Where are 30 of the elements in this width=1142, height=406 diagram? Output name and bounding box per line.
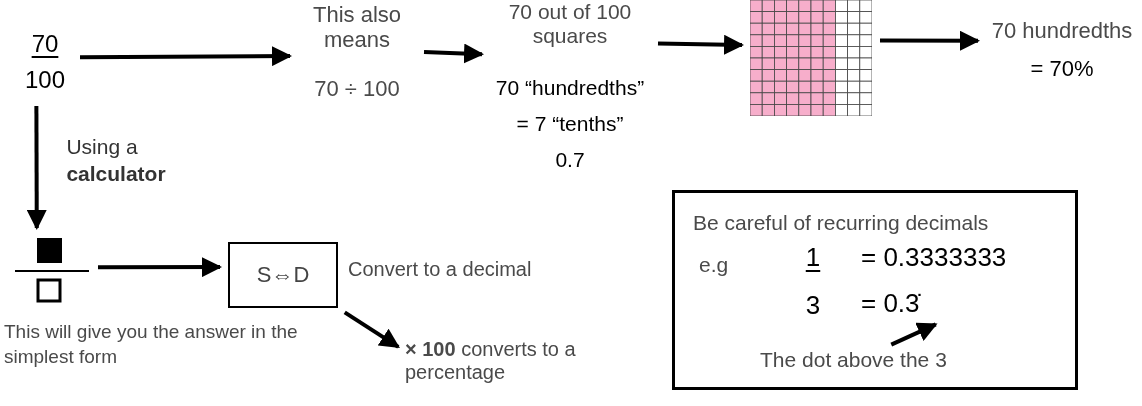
arrow [657, 34, 744, 55]
numerator-text: 1 [804, 243, 822, 273]
decimal-text: = 0.3333333 [861, 243, 1008, 273]
denominator-text: 3 [804, 291, 822, 321]
denominator-text: 100 [23, 66, 66, 94]
annotation-text: The dot above the 3 [760, 348, 948, 373]
arrow [98, 257, 222, 278]
description-text: 70 out of 100 squares [507, 0, 633, 49]
example-text: e.g [699, 253, 730, 278]
arrow [423, 43, 484, 64]
note-text: This also means [312, 2, 402, 53]
arrow [880, 30, 980, 51]
equation-text: = 7 “tenths” [515, 112, 625, 137]
expression-text: 70 ÷ 100 [313, 76, 401, 102]
result-text: 70 hundredths [990, 18, 1134, 44]
conversion-text: × 100 converts to a percentage [405, 338, 577, 384]
recurring-decimal-text: = 0.3̇ [861, 289, 922, 319]
equation-text: 70 “hundredths” [494, 76, 646, 101]
warning-text: Be careful of recurring decimals [693, 211, 990, 236]
calculator-key-box: S⇔D [228, 242, 338, 308]
percentage-text: = 70% [1029, 56, 1095, 82]
numerator-text: 70 [30, 30, 60, 58]
note-box [672, 190, 1078, 390]
arrow [26, 106, 47, 230]
caption-text: This will give you the answer in the simplest form [4, 320, 299, 369]
arrow [343, 310, 400, 349]
decimal-text: 0.7 [554, 148, 586, 173]
arrow [890, 322, 938, 347]
caption-text: Convert to a decimal [348, 257, 533, 282]
arrow [80, 46, 292, 67]
